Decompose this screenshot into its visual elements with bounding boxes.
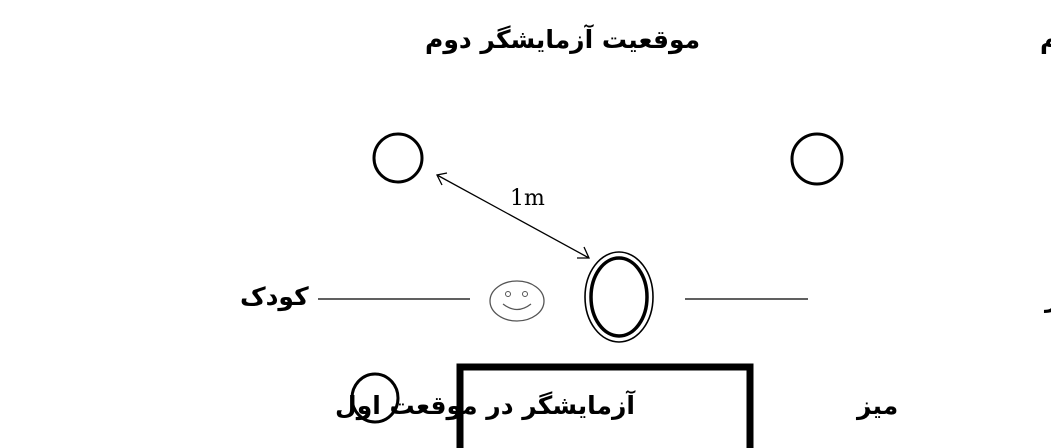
parent-caregiver-circle-outer bbox=[584, 251, 654, 343]
parent-caregiver-circle-inner bbox=[589, 256, 649, 338]
tester-third-position-label: موقعیت آزمایشگر سوم bbox=[1040, 24, 1051, 55]
tester-first-position-label: آزمایشگر در موقعت اول bbox=[335, 390, 636, 421]
tester-first-position-circle bbox=[350, 372, 400, 424]
table-rectangle bbox=[456, 363, 754, 448]
table-label: میز bbox=[855, 391, 898, 421]
tester-second-position-label: موقعیت آزمایشگر دوم bbox=[425, 24, 700, 55]
tester-third-position-circle bbox=[790, 132, 844, 186]
parent-caregiver-label: والدین یا پرستار bbox=[1043, 284, 1051, 314]
smiley-face-icon bbox=[489, 280, 545, 322]
tester-second-position-circle bbox=[372, 132, 424, 184]
distance-arrow bbox=[436, 172, 591, 259]
child-label: کودک bbox=[240, 282, 309, 312]
distance-label: 1m bbox=[510, 186, 545, 211]
